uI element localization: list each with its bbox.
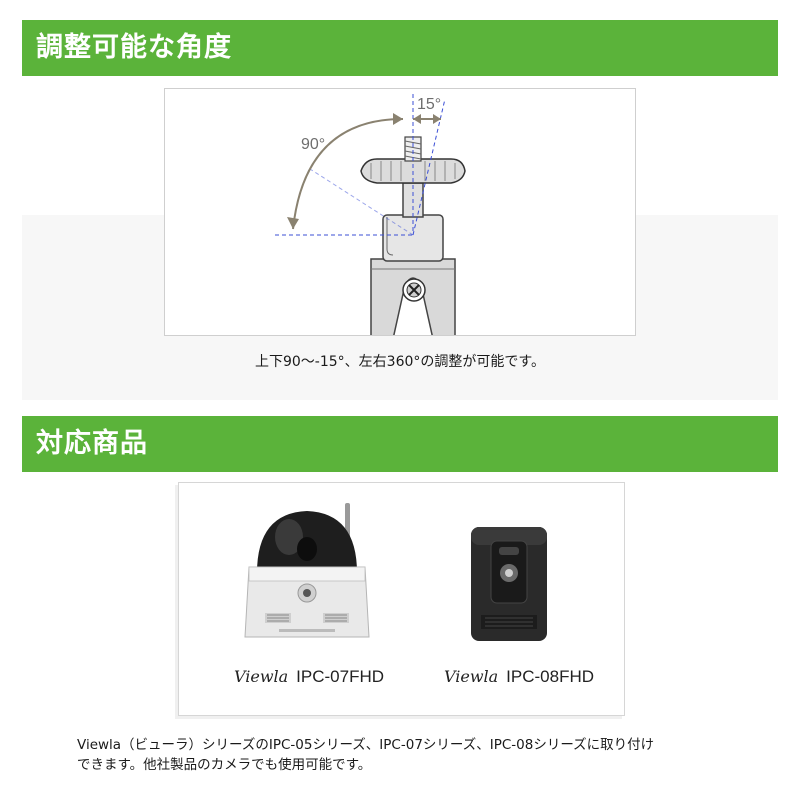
angle-label-90: 90° <box>301 136 325 153</box>
brand-logo: Viewla <box>233 667 289 686</box>
angle-label-15: 15° <box>417 96 441 113</box>
model-name: IPC-08FHD <box>506 667 595 686</box>
product-label: Viewla IPC-08FHD <box>429 667 609 687</box>
section-heading-compatible: 対応商品 <box>22 416 778 472</box>
rotation-arrow-90 <box>292 118 404 230</box>
product-label: Viewla IPC-07FHD <box>219 667 399 687</box>
model-name: IPC-07FHD <box>296 667 385 686</box>
camera-ipc-07fhd-image <box>244 503 370 638</box>
compatible-products-box: Viewla IPC-07FHD Viewla IPC-08FHD <box>178 482 625 716</box>
note-line-1: Viewla（ビューラ）シリーズのIPC-05シリーズ、IPC-07シリーズ、I… <box>77 737 655 753</box>
angle-diagram: 90° 15° <box>164 88 636 336</box>
note-line-2: できます。他社製品のカメラでも使用可能です。 <box>77 757 372 773</box>
angle-caption: 上下90～-15°、左右360°の調整が可能です。 <box>254 354 545 370</box>
section-heading-angle: 調整可能な角度 <box>22 20 778 76</box>
compatibility-note: Viewla（ビューラ）シリーズのIPC-05シリーズ、IPC-07シリーズ、I… <box>77 735 757 775</box>
camera-ipc-08fhd-image <box>471 527 547 641</box>
product-ipc-07fhd: Viewla IPC-07FHD <box>219 497 399 697</box>
brand-logo: Viewla <box>443 667 499 686</box>
product-ipc-08fhd: Viewla IPC-08FHD <box>429 497 609 697</box>
mount-angle-illustration: 90° 15° <box>275 94 466 335</box>
